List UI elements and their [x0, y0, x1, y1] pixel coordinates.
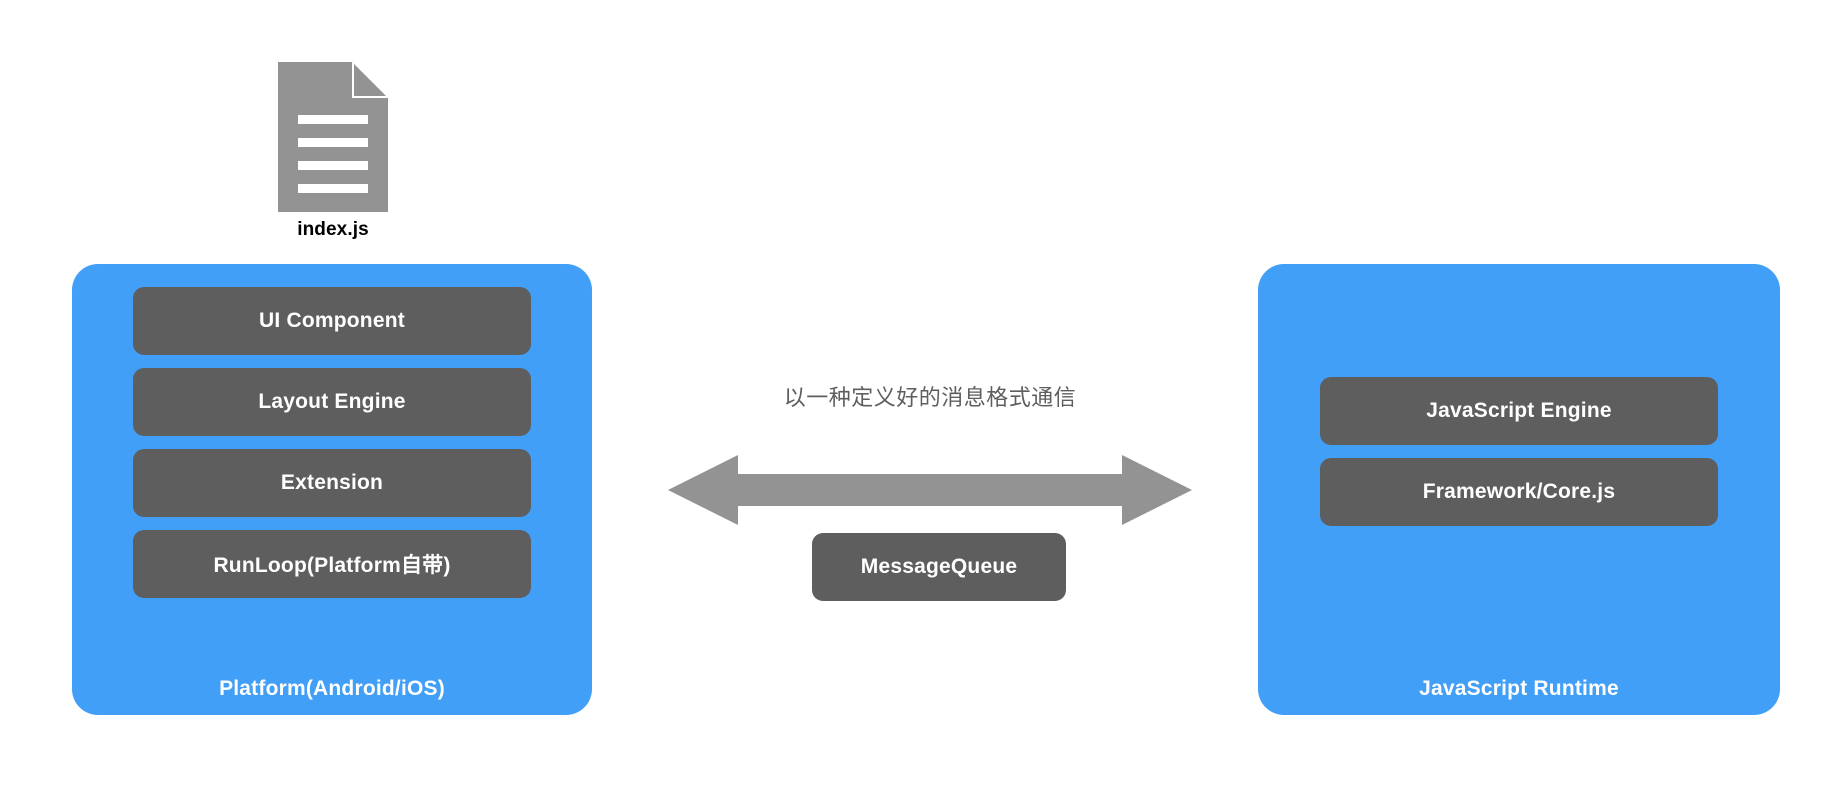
runtime-box-framework-core-js[interactable]: Framework/Core.js [1320, 458, 1718, 526]
message-queue-box[interactable]: MessageQueue [812, 533, 1066, 601]
double-headed-arrow-icon [668, 455, 1192, 525]
runtime-box-javascript-engine[interactable]: JavaScript Engine [1320, 377, 1718, 445]
index-js-label: index.js [297, 219, 369, 240]
document-file-icon [278, 62, 388, 212]
platform-panel: UI Component Layout Engine Extension Run… [72, 264, 592, 715]
runtime-panel-footer-label: JavaScript Runtime [1419, 677, 1619, 700]
platform-panel-footer-label: Platform(Android/iOS) [219, 677, 445, 700]
platform-box-stack: UI Component Layout Engine Extension Run… [72, 287, 592, 611]
platform-box-runloop[interactable]: RunLoop(Platform自带) [133, 530, 531, 598]
runtime-box-stack: JavaScript Engine Framework/Core.js [1258, 377, 1780, 539]
javascript-runtime-panel: JavaScript Engine Framework/Core.js Java… [1258, 264, 1780, 715]
platform-box-ui-component[interactable]: UI Component [133, 287, 531, 355]
index-js-file-icon-group [278, 62, 388, 212]
platform-box-layout-engine[interactable]: Layout Engine [133, 368, 531, 436]
bidirectional-arrow-group [660, 452, 1200, 528]
platform-box-extension[interactable]: Extension [133, 449, 531, 517]
bridge-caption: 以一种定义好的消息格式通信 [783, 385, 1077, 410]
